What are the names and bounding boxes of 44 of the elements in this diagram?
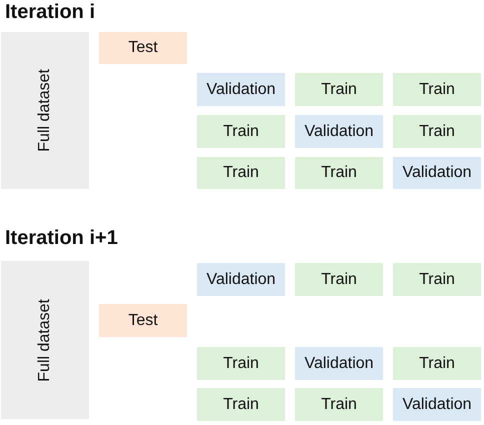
block-label: Validation [402, 164, 472, 182]
block-label: Full dataset [36, 69, 54, 152]
block-label: Train [419, 122, 455, 140]
block-label: Train [419, 80, 455, 98]
block-label: Train [223, 396, 259, 414]
train-split-block [393, 347, 481, 380]
block-label: Train [419, 270, 455, 288]
validation-split-block [393, 157, 481, 189]
block-label: Validation [304, 354, 374, 372]
block-label: Train [321, 80, 357, 98]
block-label: Test [128, 312, 158, 330]
block-label: Full dataset [36, 298, 54, 382]
block-label: Validation [402, 396, 472, 414]
block-label: Validation [304, 122, 374, 140]
train-split-block [197, 347, 285, 380]
section-heading: Iteration i [5, 0, 96, 24]
train-split-block [295, 73, 383, 106]
block-label: Train [223, 164, 259, 182]
validation-split-block [295, 347, 383, 380]
validation-split-block [393, 388, 481, 421]
test-split-block [99, 32, 187, 64]
block-label: Train [321, 396, 357, 414]
block-label: Train [419, 354, 455, 372]
train-split-block [295, 388, 383, 421]
block-label: Validation [206, 270, 276, 288]
train-split-block [197, 388, 285, 421]
block-label: Train [223, 122, 259, 140]
train-split-block [393, 115, 481, 148]
block-label: Train [321, 164, 357, 182]
train-split-block [197, 115, 285, 148]
block-label: Test [128, 39, 158, 57]
block-label: Validation [206, 80, 276, 98]
train-split-block [295, 157, 383, 189]
test-split-block [99, 304, 187, 337]
validation-split-block [295, 115, 383, 148]
validation-split-block [197, 263, 285, 296]
train-split-block [295, 263, 383, 296]
block-label: Train [321, 270, 357, 288]
train-split-block [393, 73, 481, 106]
train-split-block [393, 263, 481, 296]
train-split-block [197, 157, 285, 189]
block-label: Train [223, 354, 259, 372]
validation-split-block [197, 73, 285, 106]
section-heading: Iteration i+1 [5, 226, 118, 250]
